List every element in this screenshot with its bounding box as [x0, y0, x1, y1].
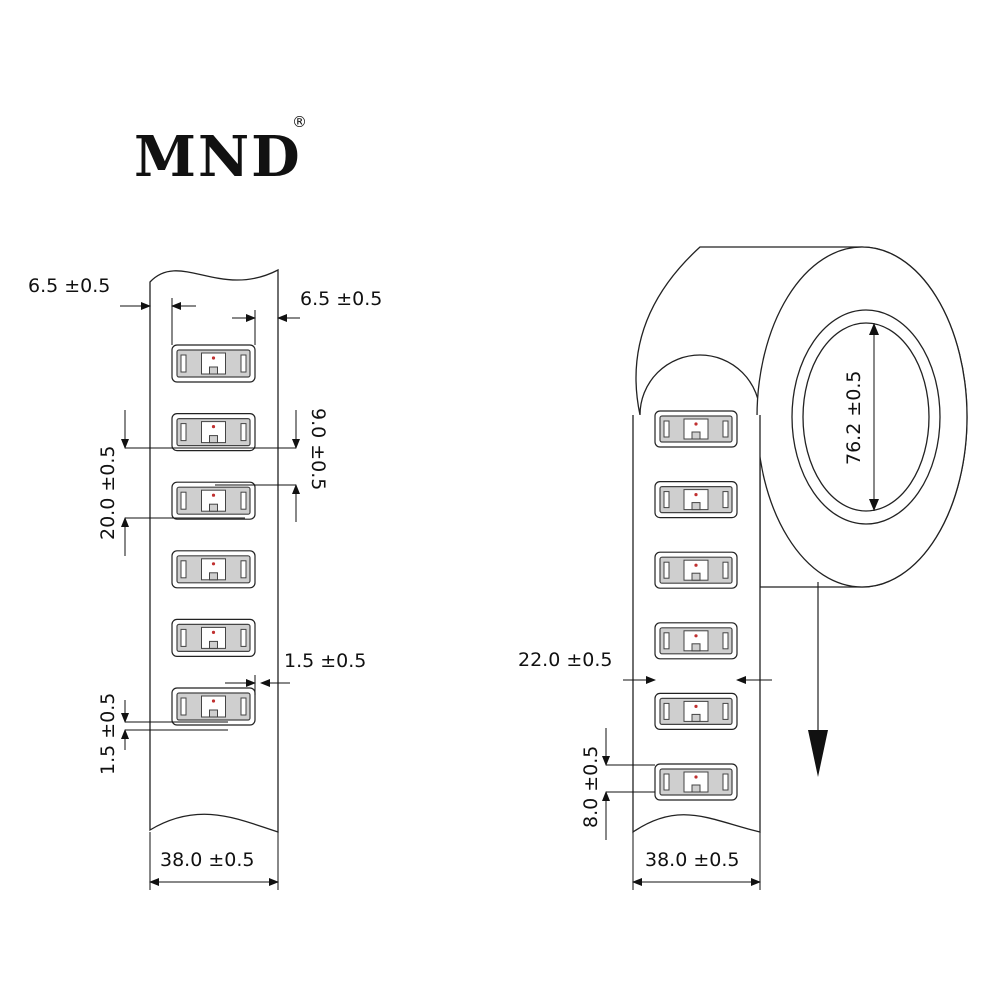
antenna-slot-right: [240, 354, 247, 373]
core-arrow-top: [869, 323, 879, 335]
antenna-slot-right: [240, 560, 247, 579]
antenna-slot-left: [180, 354, 187, 373]
antenna-notch: [209, 709, 218, 718]
rfid-tag: [654, 622, 738, 660]
rfid-tag: [171, 413, 256, 452]
rfid-tag: [654, 410, 738, 448]
rfid-tag: [654, 763, 738, 801]
antenna-slot-left: [180, 560, 187, 579]
chip: [694, 563, 698, 567]
antenna-slot-left: [180, 423, 187, 442]
feed-direction-arrow: [808, 582, 828, 777]
antenna-slot-right: [722, 420, 729, 438]
chip: [694, 493, 698, 497]
feed-arrow-head: [808, 730, 828, 777]
registered-mark: ®: [292, 113, 307, 131]
antenna-slot-right: [240, 491, 247, 510]
tag-height-label: 9.0 ±0.5: [307, 408, 329, 490]
chip: [694, 422, 698, 426]
side-gap-label: 1.5 ±0.5: [284, 650, 366, 672]
right-dimensions: [602, 676, 772, 890]
inlay-width-label: 22.0 ±0.5: [518, 649, 612, 671]
left-dimension-labels: 6.5 ±0.5 6.5 ±0.5 20.0 ±0.5 9.0 ±0.5 1.5…: [28, 275, 382, 871]
antenna-slot-left: [663, 561, 670, 579]
logo-text: MND: [134, 124, 302, 190]
rfid-tag: [171, 687, 256, 726]
antenna-notch: [691, 431, 701, 440]
right-dimension-labels: 22.0 ±0.5 8.0 ±0.5 38.0 ±0.5: [518, 649, 739, 871]
chip: [211, 356, 216, 360]
antenna-notch: [209, 503, 218, 512]
left-label-strip: [149, 268, 279, 833]
chip: [694, 775, 698, 779]
rfid-tag: [654, 551, 738, 589]
chip: [211, 425, 216, 429]
antenna-notch: [691, 502, 701, 511]
antenna-notch: [209, 435, 218, 444]
chip: [211, 493, 216, 497]
gap-label: 8.0 ±0.5: [580, 746, 602, 828]
antenna-slot-left: [180, 697, 187, 716]
antenna-slot-right: [722, 561, 729, 579]
label-roll: 76.2 ±0.5: [635, 246, 968, 588]
right-tag-list: [654, 410, 738, 801]
antenna-notch: [691, 572, 701, 581]
antenna-slot-left: [663, 773, 670, 791]
rfid-tag: [654, 481, 738, 519]
rfid-tag: [171, 618, 256, 658]
antenna-slot-right: [240, 423, 247, 442]
antenna-slot-right: [722, 702, 729, 720]
rfid-tag: [171, 481, 256, 520]
antenna-slot-left: [180, 628, 187, 647]
left-margin-label: 6.5 ±0.5: [28, 275, 110, 297]
core-arrow-bottom: [869, 499, 879, 511]
roll-core-outer: [791, 309, 941, 525]
antenna-slot-left: [180, 491, 187, 510]
antenna-notch: [209, 640, 218, 649]
left-dimensions: [120, 298, 300, 890]
antenna-slot-right: [240, 697, 247, 716]
antenna-slot-left: [663, 632, 670, 650]
antenna-notch: [209, 572, 218, 581]
chip: [211, 699, 216, 703]
right-web-width-label: 38.0 ±0.5: [645, 849, 739, 871]
bottom-gap-label: 1.5 ±0.5: [97, 693, 119, 775]
left-web-width-label: 38.0 ±0.5: [160, 849, 254, 871]
antenna-slot-right: [722, 491, 729, 509]
chip: [694, 634, 698, 638]
pitch-label: 20.0 ±0.5: [97, 446, 119, 540]
right-margin-label: 6.5 ±0.5: [300, 288, 382, 310]
antenna-notch: [691, 713, 701, 722]
antenna-slot-right: [722, 773, 729, 791]
antenna-slot-left: [663, 702, 670, 720]
antenna-slot-left: [663, 491, 670, 509]
antenna-slot-left: [663, 420, 670, 438]
antenna-notch: [209, 366, 218, 375]
chip: [211, 562, 216, 566]
rfid-tag: [654, 692, 738, 731]
antenna-slot-right: [722, 632, 729, 650]
brand-logo: MND ®: [134, 113, 307, 190]
rfid-tag: [171, 550, 256, 589]
chip: [694, 704, 698, 709]
antenna-notch: [691, 784, 701, 793]
unrolled-web: [632, 410, 761, 834]
chip: [211, 630, 216, 635]
core-diameter-label: 76.2 ±0.5: [843, 371, 865, 465]
antenna-slot-right: [240, 628, 247, 647]
antenna-notch: [691, 643, 701, 652]
rfid-tag: [171, 344, 256, 383]
roll-core-inner: [802, 322, 930, 512]
left-tag-list: [171, 344, 256, 726]
